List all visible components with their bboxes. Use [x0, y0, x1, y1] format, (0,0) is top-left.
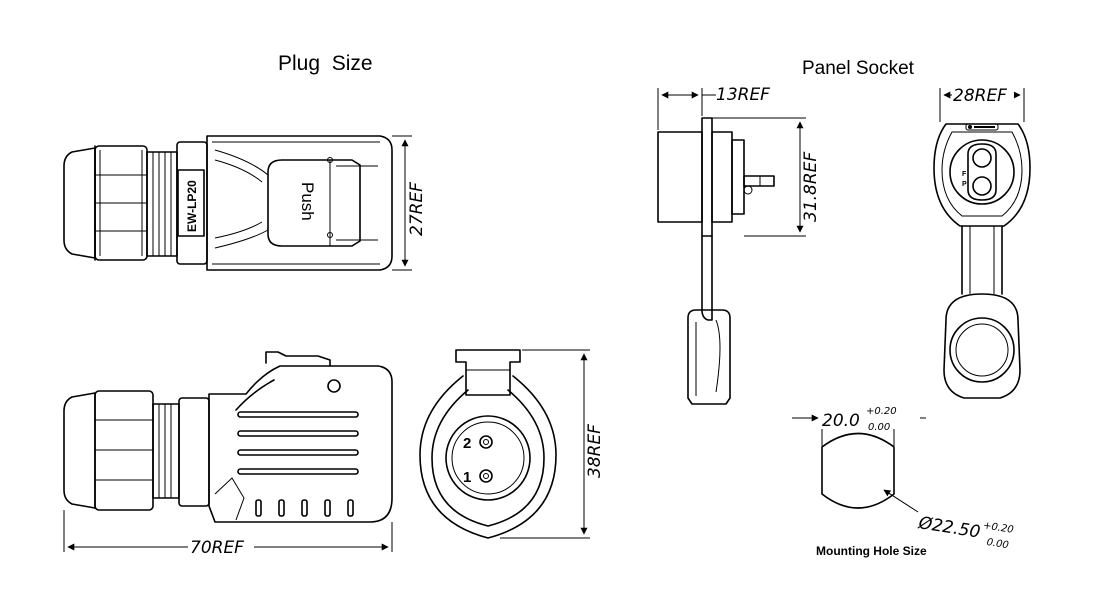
- plug-face-height-dimension: 38REF: [500, 349, 605, 539]
- plug-pin-2-label: 2: [463, 435, 471, 452]
- socket-width-dim-text: 28REF: [953, 86, 1007, 106]
- plug-length-dim-text: 70REF: [190, 538, 244, 558]
- plug-thread: [146, 151, 178, 257]
- socket-pin-p-label: P: [962, 181, 967, 188]
- socket-height-dim-text: 31.8REF: [801, 152, 821, 222]
- plug-side-view: [63, 351, 393, 523]
- mounting-hole-diameter-text: Ø22.50: [916, 513, 981, 543]
- socket-depth-dim-text: 13REF: [716, 85, 770, 105]
- socket-width-dimension: 28REF: [939, 84, 1025, 122]
- mounting-hole-width-tol-upper: +0.20: [866, 406, 897, 417]
- plug-face-height-dim-text: 38REF: [585, 424, 605, 478]
- plug-model-label: EW-LP20: [185, 180, 199, 232]
- plug-size-title: Plug Size: [278, 52, 373, 75]
- mounting-hole-drawing: 20.0 +0.20 0.00 Ø22.50 +0.20 0.00 Mounti…: [792, 403, 1014, 558]
- plug-height-dimension: 27REF: [392, 135, 427, 271]
- socket-side-view: [657, 117, 775, 405]
- mounting-hole-width-text: 20.0: [822, 411, 860, 431]
- brand-logo-icon: [968, 125, 972, 129]
- socket-depth-dimension: 13REF: [657, 85, 770, 130]
- mounting-hole-width-tol-lower: 0.00: [868, 422, 890, 433]
- panel-socket-title: Panel Socket: [802, 58, 915, 79]
- socket-pin-f-label: F: [962, 171, 967, 178]
- mounting-hole-diameter-tol-upper: +0.20: [982, 520, 1014, 536]
- plug-front-view: 2 1: [419, 349, 557, 539]
- mounting-hole-caption: Mounting Hole Size: [816, 544, 927, 558]
- socket-front-view: F P: [933, 123, 1031, 399]
- plug-length-dimension: 70REF: [63, 510, 393, 558]
- plug-pin-1-label: 1: [463, 469, 471, 486]
- plug-top-view: EW-LP20 Push: [63, 135, 393, 271]
- socket-height-dimension: 31.8REF: [712, 117, 821, 237]
- mounting-hole-diameter-tol-lower: 0.00: [986, 537, 1010, 551]
- plug-height-dim-text: 27REF: [407, 182, 427, 236]
- plug-push-label: Push: [298, 182, 317, 221]
